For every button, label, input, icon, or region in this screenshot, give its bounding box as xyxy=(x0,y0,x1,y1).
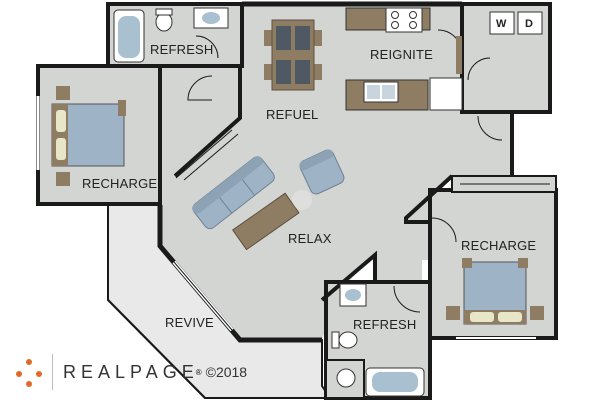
room-label-recharge-right: RECHARGE xyxy=(461,238,536,253)
placemat xyxy=(276,60,291,84)
brand-divider xyxy=(52,354,53,390)
room-label-revive: REVIVE xyxy=(165,315,214,330)
pillow xyxy=(56,138,66,160)
dining-chair xyxy=(312,64,322,80)
realpage-brand: REALPAGE ® ©2018 xyxy=(14,352,247,392)
sliding-door-frame xyxy=(173,261,233,331)
sink-top-bowl xyxy=(202,12,220,24)
room-label-reignite: REIGNITE xyxy=(370,47,433,62)
brand-registered: ® xyxy=(195,367,202,377)
washer-label: W xyxy=(496,18,507,30)
brand-name: REALPAGE xyxy=(63,361,199,382)
dresser-right xyxy=(518,258,528,268)
burner-3 xyxy=(391,21,399,29)
toilet-top-tank xyxy=(155,8,173,16)
watermark-logo xyxy=(292,190,312,210)
water-heater xyxy=(336,368,356,388)
burner-2 xyxy=(409,11,417,19)
toilet-bottom xyxy=(338,331,358,349)
toilet-bottom-tank xyxy=(331,331,340,349)
balcony-wall xyxy=(107,205,206,399)
realpage-logo-icon xyxy=(14,357,44,387)
door-arc-closet xyxy=(477,115,503,141)
washer xyxy=(489,11,515,35)
dresser-left xyxy=(118,100,126,116)
dryer xyxy=(517,11,543,35)
kitchen-sink-bowl-1 xyxy=(367,85,380,99)
dining-chair xyxy=(264,30,274,46)
dryer-label: D xyxy=(525,18,533,30)
kitchen-sink-bowl-2 xyxy=(382,85,395,99)
nightstand xyxy=(56,86,70,100)
kitchen-side-counter xyxy=(456,36,462,74)
door-arc-bath-bottom xyxy=(393,285,421,313)
burner-1 xyxy=(391,11,399,19)
pillow xyxy=(498,312,522,322)
stove xyxy=(385,7,423,33)
sofa xyxy=(192,156,275,230)
brand-copyright: ©2018 xyxy=(205,364,248,380)
living-wall-diag xyxy=(173,66,242,178)
room-label-refresh-bottom: REFRESH xyxy=(353,317,417,332)
pillow xyxy=(470,312,494,322)
armchair xyxy=(299,149,345,195)
main-walls-angled xyxy=(404,174,454,224)
placemat xyxy=(276,26,291,50)
pillow xyxy=(56,110,66,132)
refrigerator xyxy=(429,77,463,111)
closet-left-2 xyxy=(183,133,239,181)
toilet-top xyxy=(155,12,173,32)
room-label-recharge-left: RECHARGE xyxy=(82,176,157,191)
door-arc-left-bedroom xyxy=(187,75,213,101)
closet-left xyxy=(175,129,233,179)
bathtub-bottom-basin xyxy=(372,372,418,392)
dining-chair xyxy=(312,30,322,46)
coffee-table xyxy=(232,192,300,251)
door-arc-right-bedroom xyxy=(431,217,457,243)
sink-bottom-bowl xyxy=(345,289,361,301)
dining-chair xyxy=(264,64,274,80)
bathtub-top-basin xyxy=(118,16,140,58)
room-label-relax: RELAX xyxy=(288,231,332,246)
nightstand xyxy=(530,306,544,320)
room-label-refresh-top: REFRESH xyxy=(150,42,214,57)
nightstand xyxy=(56,172,70,186)
placemat xyxy=(295,60,310,84)
nightstand xyxy=(446,306,460,320)
dresser-right xyxy=(462,258,472,268)
placemat xyxy=(295,26,310,50)
door-arc-laundry xyxy=(467,57,491,81)
door-arc-bath-top xyxy=(195,35,219,59)
room-label-refuel: REFUEL xyxy=(266,107,319,122)
burner-4 xyxy=(409,21,417,29)
